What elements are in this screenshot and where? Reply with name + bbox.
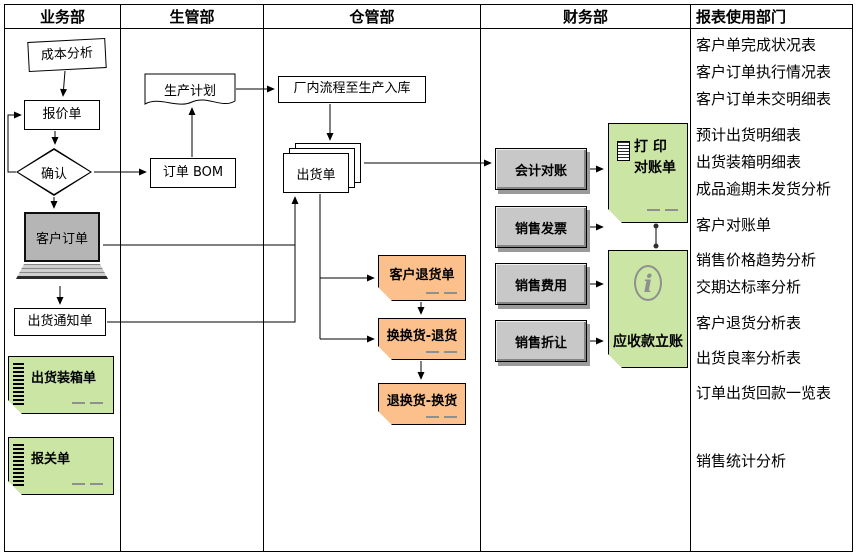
print-statement-note: 打 印 对账单 bbox=[608, 123, 688, 223]
print-statement-label: 打 印 对账单 bbox=[634, 137, 676, 179]
report-item: 客户对账单 bbox=[696, 216, 772, 234]
report-item: 成品逾期未发货分析 bbox=[696, 180, 832, 198]
customer-return-label: 客户退货单 bbox=[389, 267, 455, 283]
fold-corner bbox=[378, 287, 392, 301]
lane-divider bbox=[480, 4, 481, 552]
lane-divider bbox=[120, 4, 121, 552]
exchange-return-label: 换换货-退货 bbox=[386, 328, 458, 344]
report-item: 出货良率分析表 bbox=[696, 349, 802, 367]
report-item: 客户单完成状况表 bbox=[696, 36, 817, 54]
report-item: 交期达标率分析 bbox=[696, 278, 802, 296]
confirm-label: 确认 bbox=[18, 150, 90, 194]
signature-lines bbox=[426, 416, 457, 418]
lane-header-production: 生管部 bbox=[169, 7, 215, 26]
fold-corner bbox=[378, 346, 392, 360]
document-list-icon bbox=[617, 141, 630, 161]
signature-lines bbox=[426, 292, 457, 294]
keyboard-icon bbox=[16, 264, 108, 279]
lane-divider bbox=[690, 4, 691, 552]
sales-invoice-box: 销售发票 bbox=[495, 206, 587, 248]
lane-divider bbox=[263, 4, 264, 552]
fold-corner bbox=[378, 411, 392, 425]
lane-header-business: 业务部 bbox=[39, 7, 85, 26]
shipping-order-stack: 出货单 bbox=[283, 143, 363, 193]
report-item: 客户订单执行情况表 bbox=[696, 63, 832, 81]
report-item: 预计出货明细表 bbox=[696, 126, 802, 144]
report-item: 客户退货分析表 bbox=[696, 314, 802, 332]
production-plan-document: 生产计划 bbox=[163, 84, 216, 99]
sales-expense-box: 销售费用 bbox=[495, 263, 587, 305]
signature-lines bbox=[647, 209, 678, 211]
order-bom-node: 订单 BOM bbox=[150, 158, 236, 188]
shipping-order-label: 出货单 bbox=[283, 153, 349, 193]
signature-lines bbox=[426, 351, 457, 353]
exchange-return-note: 换换货-退货 bbox=[378, 318, 466, 360]
packing-list-note: 出货装箱单 bbox=[8, 356, 114, 414]
signature-lines bbox=[72, 402, 103, 404]
shipping-notice-node: 出货通知单 bbox=[14, 308, 106, 336]
report-item: 客户订单未交明细表 bbox=[696, 90, 832, 108]
lane-header-warehouse: 仓管部 bbox=[349, 7, 395, 26]
lane-header-finance: 财务部 bbox=[562, 7, 608, 26]
cost-analysis-node: 成本分析 bbox=[27, 37, 107, 73]
return-exchange-label: 退换货-换货 bbox=[386, 393, 458, 409]
sales-allowance-box: 销售折让 bbox=[495, 320, 587, 362]
report-item: 订单出货回款一览表 bbox=[696, 384, 832, 402]
barcode-icon bbox=[13, 363, 24, 407]
monitor-icon: 客户订单 bbox=[24, 212, 100, 262]
report-item: 销售价格趋势分析 bbox=[696, 251, 817, 269]
fold-corner bbox=[608, 354, 622, 368]
fold-corner bbox=[608, 209, 622, 223]
factory-inbound-node: 厂内流程至生产入库 bbox=[278, 76, 426, 103]
customs-declaration-note: 报关单 bbox=[8, 437, 114, 495]
report-item: 销售统计分析 bbox=[696, 452, 787, 470]
header-divider bbox=[4, 28, 853, 29]
packing-list-label: 出货装箱单 bbox=[31, 371, 97, 386]
customer-return-note: 客户退货单 bbox=[378, 255, 466, 301]
accounting-reconciliation-box: 会计对账 bbox=[495, 148, 587, 190]
receivable-posting-label: 应收款立账 bbox=[613, 334, 683, 350]
confirm-decision: 确认 bbox=[16, 148, 92, 196]
signature-lines bbox=[72, 483, 103, 485]
print-line-1: 打 印 bbox=[634, 139, 667, 155]
diagram-border bbox=[4, 4, 853, 552]
customer-order-terminal: 客户订单 bbox=[16, 212, 108, 284]
print-line-2: 对账单 bbox=[634, 160, 676, 176]
barcode-icon bbox=[13, 444, 24, 488]
receivable-posting-note: i 应收款立账 bbox=[608, 250, 688, 368]
lane-header-reports: 报表使用部门 bbox=[696, 7, 787, 26]
return-exchange-note: 退换货-换货 bbox=[378, 383, 466, 425]
report-item: 出货装箱明细表 bbox=[696, 153, 802, 171]
info-icon: i bbox=[634, 265, 662, 301]
quotation-node: 报价单 bbox=[24, 100, 100, 130]
customs-declaration-label: 报关单 bbox=[31, 452, 71, 467]
